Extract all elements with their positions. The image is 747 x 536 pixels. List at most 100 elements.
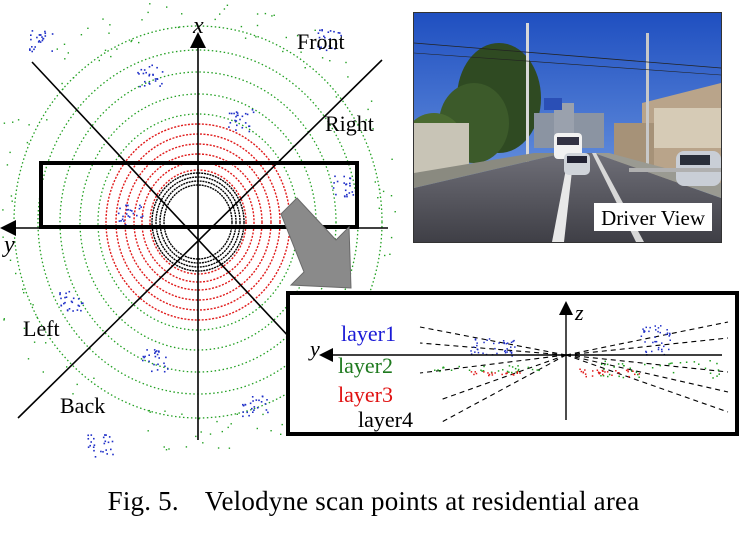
blue-point [251, 407, 253, 410]
blue-point [41, 36, 43, 38]
red-ring [133, 153, 263, 291]
blue-point [41, 39, 44, 42]
blue-point [236, 124, 238, 127]
blue-point [248, 125, 251, 127]
blue-point [153, 349, 156, 351]
side-point [698, 363, 700, 365]
side-point [494, 372, 496, 374]
side-point [657, 346, 660, 349]
green-point [108, 32, 110, 34]
side-point [504, 349, 507, 352]
blue-point [320, 46, 322, 49]
blue-point [93, 437, 95, 440]
blue-point [148, 73, 151, 76]
back-label: Back [60, 393, 105, 418]
side-point [606, 371, 609, 373]
side-point [629, 367, 631, 369]
blue-point [125, 204, 128, 207]
blue-point [143, 69, 146, 71]
green-point [382, 190, 385, 193]
blue-point [129, 209, 132, 212]
blue-point [111, 440, 114, 443]
side-point [717, 369, 720, 371]
beam-line [565, 337, 729, 356]
caption-text: Velodyne scan points at residential area [204, 486, 640, 516]
blue-point [348, 192, 351, 194]
green-point [130, 40, 132, 43]
blue-point [137, 71, 139, 74]
blue-point [334, 175, 336, 178]
green-point [10, 195, 13, 197]
green-point [271, 15, 273, 17]
side-point [602, 375, 605, 377]
blue-point [323, 35, 325, 38]
green-point [26, 141, 29, 144]
side-point [632, 370, 634, 372]
blue-point [144, 355, 146, 358]
side-point [651, 367, 654, 369]
green-point [384, 254, 386, 257]
blue-point [39, 41, 42, 43]
side-point [625, 369, 628, 372]
blue-point [94, 456, 97, 458]
green-point [6, 164, 9, 166]
green-point [138, 41, 140, 44]
blue-point [156, 369, 159, 371]
blue-point [164, 365, 166, 368]
side-point [511, 366, 514, 368]
side-point [473, 373, 475, 376]
green-point [357, 123, 359, 125]
side-point [503, 341, 505, 344]
side-point [480, 369, 482, 371]
side-point [655, 341, 657, 343]
green-point [131, 39, 133, 42]
side-point [504, 350, 506, 352]
side-point [654, 340, 656, 343]
green-point [110, 55, 112, 58]
blue-point [249, 402, 252, 405]
green-point [15, 272, 17, 275]
blue-point [265, 409, 268, 411]
blue-point [246, 113, 249, 116]
blue-point [107, 441, 110, 444]
blue-point [323, 47, 325, 49]
green-point [216, 420, 218, 423]
side-point [491, 374, 494, 376]
green-point [264, 12, 267, 15]
side-point [584, 369, 586, 371]
blue-point [60, 297, 62, 300]
side-point [503, 342, 506, 345]
blue-point [161, 71, 164, 73]
green-point [166, 6, 168, 8]
beam-line [565, 354, 729, 393]
blue-point [63, 302, 65, 305]
side-point [603, 368, 605, 371]
blue-point [344, 195, 346, 198]
side-point [482, 370, 485, 372]
side-point [502, 369, 504, 371]
green-point [23, 327, 26, 329]
blue-point [106, 453, 108, 455]
blue-point [251, 396, 254, 398]
layer4-label: layer4 [358, 407, 413, 432]
side-point [644, 330, 646, 333]
blue-point [261, 395, 264, 398]
caption-fig-label: Fig. 5. [107, 486, 179, 516]
blue-point [244, 122, 247, 124]
side-point [491, 372, 493, 374]
green-point [365, 119, 367, 121]
blue-point [266, 399, 268, 401]
blue-point [161, 82, 163, 85]
blue-point [230, 112, 233, 115]
green-point [262, 413, 264, 416]
side-point [474, 339, 477, 341]
green-point [149, 411, 151, 413]
side-point [604, 371, 606, 373]
blue-point [139, 204, 141, 207]
blue-point [242, 415, 244, 418]
green-point [168, 448, 170, 450]
side-point [487, 372, 489, 374]
side-point [716, 375, 718, 377]
side-point [685, 361, 688, 363]
blue-point [236, 112, 239, 114]
